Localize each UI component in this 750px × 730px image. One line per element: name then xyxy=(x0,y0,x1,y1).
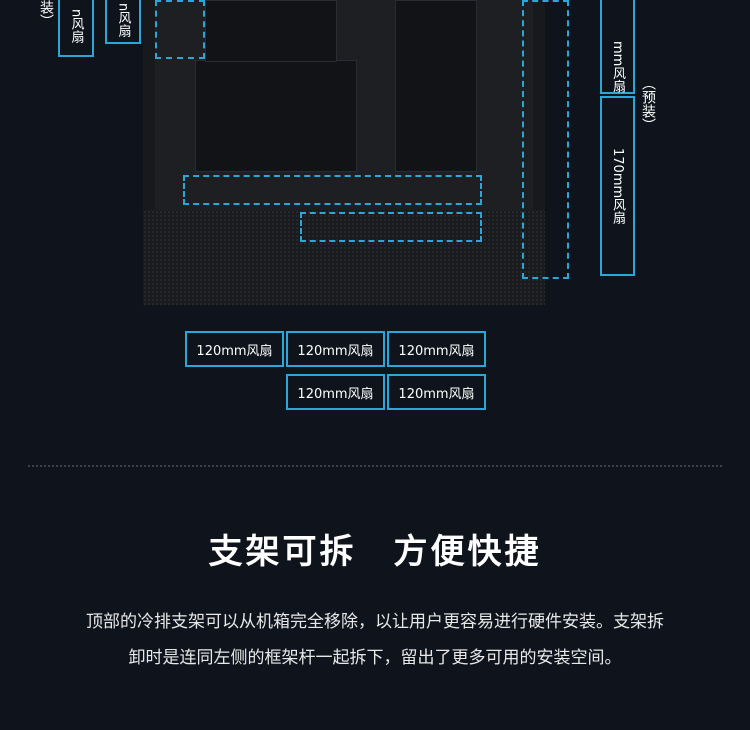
divider xyxy=(28,465,722,467)
fan-label: 120mm风扇 xyxy=(387,374,486,410)
fan-label: 170mm风扇 xyxy=(600,96,635,276)
fan-label: n风扇 xyxy=(58,0,94,57)
fan-label: 120mm风扇 xyxy=(286,331,385,367)
preinstalled-label: （预装） xyxy=(640,76,656,132)
fan-label: 120mm风扇 xyxy=(185,331,284,367)
fan-label: mm风扇 xyxy=(600,0,635,94)
case-interior xyxy=(155,0,533,210)
fan-label: 120mm风扇 xyxy=(387,331,486,367)
psu-shroud-mesh xyxy=(143,210,545,305)
section-heading: 支架可拆 方便快捷 xyxy=(208,532,542,572)
preinstalled-label: 装） xyxy=(38,0,54,28)
fan-mount-outline xyxy=(522,0,569,279)
fan-label: 120mm风扇 xyxy=(286,374,385,410)
pc-case-image xyxy=(143,0,569,305)
fan-mount-outline xyxy=(155,0,205,59)
fan-mount-outline xyxy=(300,212,482,242)
fan-label: n风扇 xyxy=(105,0,141,44)
fan-mount-outline xyxy=(183,175,482,205)
section-description: 顶部的冷排支架可以从机箱完全移除，以让用户更容易进行硬件安装。支架拆卸时是连同左… xyxy=(86,612,664,668)
